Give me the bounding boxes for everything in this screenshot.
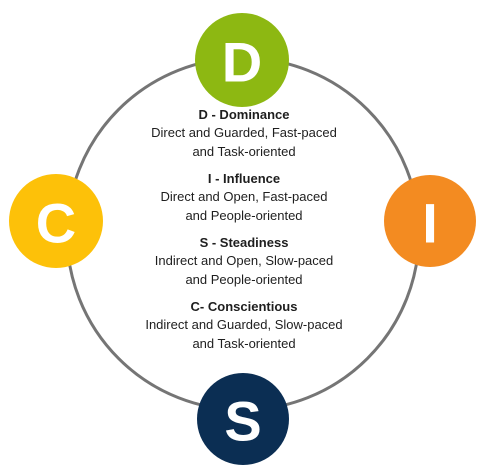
style-conscientious-heading: C- Conscientious (190, 299, 298, 314)
node-d: D (195, 13, 289, 107)
style-influence-heading: I - Influence (207, 171, 281, 186)
node-s: S (197, 373, 289, 465)
node-i-letter: I (422, 192, 438, 255)
style-steadiness-line-2: and People-oriented (185, 272, 303, 287)
style-dominance: D - Dominance Direct and Guarded, Fast-p… (92, 106, 396, 161)
node-c-letter: C (36, 192, 76, 255)
node-c-circle (9, 174, 103, 268)
style-conscientious-line-1: Indirect and Guarded, Slow-paced (145, 317, 343, 332)
node-s-circle (197, 373, 289, 465)
style-influence: I - Influence Direct and Open, Fast-pace… (92, 170, 396, 225)
node-d-circle (195, 13, 289, 107)
style-influence-line-1: Direct and Open, Fast-paced (160, 189, 328, 204)
style-influence-line-2: and People-oriented (185, 208, 303, 223)
node-i: I (384, 175, 476, 267)
node-c: C (9, 174, 103, 268)
node-s-letter: S (224, 390, 261, 453)
style-dominance-line-1: Direct and Guarded, Fast-paced (151, 125, 337, 140)
style-dominance-heading: D - Dominance (198, 107, 290, 122)
node-d-letter: D (222, 31, 262, 94)
style-conscientious-line-2: and Task-oriented (192, 336, 296, 351)
style-steadiness: S - Steadiness Indirect and Open, Slow-p… (92, 234, 396, 289)
style-conscientious: C- Conscientious Indirect and Guarded, S… (92, 298, 396, 353)
style-steadiness-line-1: Indirect and Open, Slow-paced (154, 253, 334, 268)
style-steadiness-heading: S - Steadiness (199, 235, 289, 250)
style-dominance-line-2: and Task-oriented (192, 144, 296, 159)
node-i-circle (384, 175, 476, 267)
